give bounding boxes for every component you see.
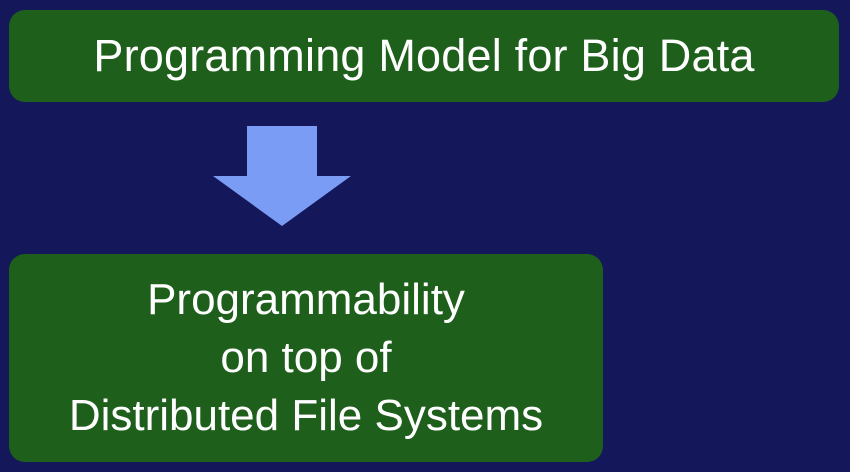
programming-model-box: Programming Model for Big Data bbox=[9, 10, 839, 102]
down-arrow-shape bbox=[213, 126, 351, 226]
programmability-line-3: Distributed File Systems bbox=[68, 391, 544, 440]
programmability-line-1: Programmability bbox=[147, 275, 465, 324]
programmability-line-2: on top of bbox=[220, 333, 392, 382]
down-arrow-icon bbox=[213, 126, 351, 226]
programming-model-label: Programming Model for Big Data bbox=[93, 30, 755, 81]
programmability-box: Programmability on top of Distributed Fi… bbox=[9, 254, 603, 462]
